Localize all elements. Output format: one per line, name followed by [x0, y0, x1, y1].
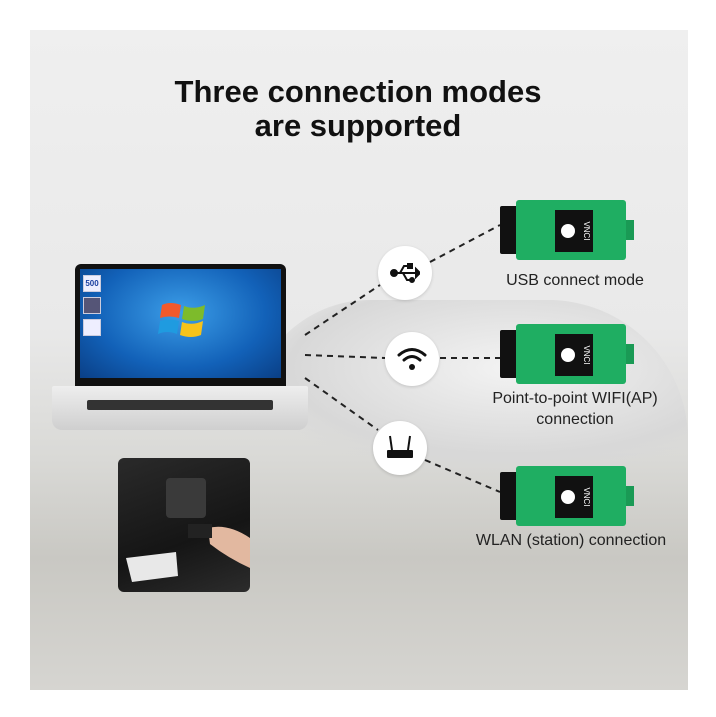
vnci-device-usb: VNCI: [500, 200, 634, 260]
wifi-icon: [397, 348, 427, 370]
desktop-icon-500: 500: [83, 275, 101, 292]
wlan-mode-label: WLAN (station) connection: [475, 532, 667, 549]
vnci-device-wlan: VNCI: [500, 466, 634, 526]
title-line-1: Three connection modes: [174, 74, 542, 109]
usb-mode-badge: [378, 246, 432, 300]
laptop: 500: [75, 264, 286, 386]
vnci-device-wifi: VNCI: [500, 324, 634, 384]
svg-text:VNCI: VNCI: [582, 345, 591, 364]
wifi-mode-badge: [385, 332, 439, 386]
title-line-2: are supported: [254, 108, 462, 143]
desktop-icon: [83, 319, 101, 336]
usb-icon: [390, 263, 420, 283]
wifi-mode-label-line-1: Point-to-point WIFI(AP): [492, 390, 658, 407]
usb-mode-label: USB connect mode: [506, 272, 644, 289]
desktop-icon: [83, 297, 101, 314]
laptop-screen: 500: [80, 269, 281, 378]
obd-port-photo: [118, 458, 250, 592]
laptop-base: [52, 386, 308, 430]
keyboard: [87, 400, 273, 410]
svg-text:VNCI: VNCI: [582, 487, 591, 506]
wlan-mode-badge: [373, 421, 427, 475]
router-icon: [387, 435, 413, 458]
device-brand: VNCI: [582, 221, 591, 240]
wifi-mode-label-line-2: connection: [536, 411, 614, 428]
windows-logo-icon: [158, 303, 205, 337]
